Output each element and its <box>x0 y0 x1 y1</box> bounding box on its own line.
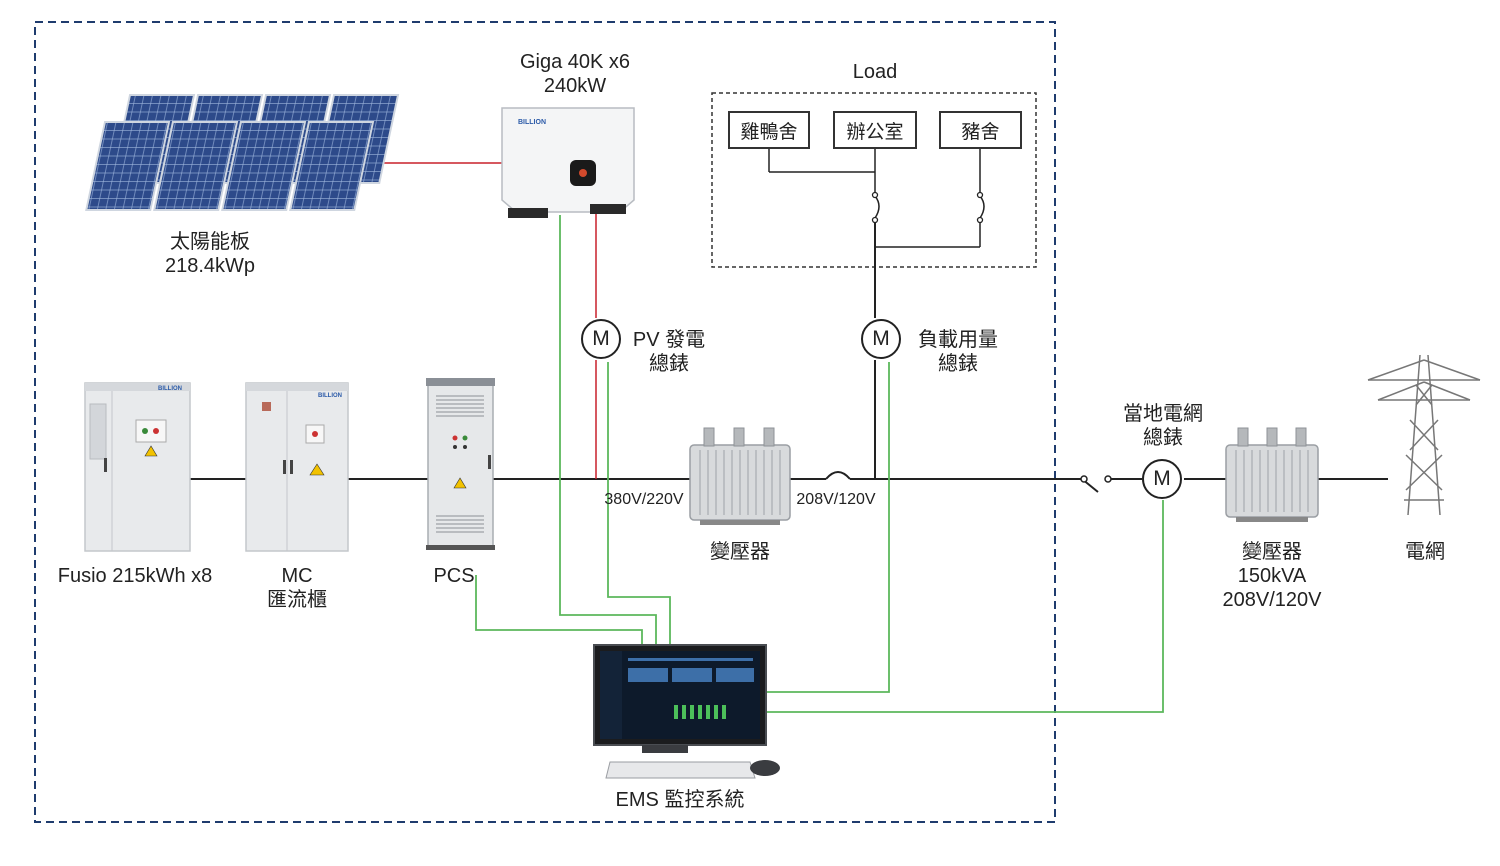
mc-label: MC 匯流櫃 <box>250 564 344 612</box>
grid-switch-contact-2 <box>1104 475 1112 483</box>
inverter-model: Giga 40K x6 <box>519 51 631 73</box>
mc-brand: BILLION <box>318 393 342 399</box>
transformer-1 <box>689 427 791 525</box>
load-switch-2a <box>976 191 984 199</box>
pv-meter-line2: 總錶 <box>649 353 689 375</box>
pv-name: 太陽能板 <box>170 231 250 253</box>
load-meter-label: 負載用量 總錶 <box>908 328 1008 376</box>
pv-wiring <box>370 162 597 479</box>
ems-workstation <box>593 644 780 779</box>
grid-meter-icon: M <box>1142 459 1182 499</box>
transformer2-voltage: 208V/120V <box>1222 589 1322 611</box>
load-meter-line2: 總錶 <box>938 353 978 375</box>
load-meter-icon: M <box>861 319 901 359</box>
inverter-brand: BILLION <box>518 119 546 126</box>
grid-meter-line2: 總錶 <box>1143 427 1183 449</box>
comm-wiring <box>475 215 1164 713</box>
pv-meter-icon: M <box>581 319 621 359</box>
transmission-tower <box>1367 354 1481 516</box>
mc-line2: 匯流櫃 <box>267 589 327 611</box>
inverter-power: 240kW <box>543 75 607 97</box>
pcs-label: PCS <box>433 565 475 587</box>
load-item-poultry: 雞鴨舍 <box>728 111 810 149</box>
grid-label: 電網 <box>1405 541 1445 563</box>
pv-meter-label: PV 發電 總錶 <box>626 328 712 376</box>
grid-switch-contact-1 <box>1080 475 1088 483</box>
grid-meter-line1: 當地電網 <box>1123 403 1203 425</box>
solar-panel-array <box>85 94 400 211</box>
load-wiring <box>768 148 985 248</box>
ems-label: EMS 監控系統 <box>615 789 745 811</box>
transformer1-secondary-voltage: 208V/120V <box>796 491 876 508</box>
mc-cabinet: BILLION <box>245 382 349 552</box>
system-boundary <box>34 21 1056 823</box>
transformer1-primary-voltage: 380V/220V <box>604 491 684 508</box>
load-item-office: 辦公室 <box>833 111 917 149</box>
load-switch-1b <box>871 216 879 224</box>
ac-bus <box>190 220 1388 493</box>
transformer2-rating: 150kVA <box>1237 565 1307 587</box>
pcs-cabinet <box>426 378 495 550</box>
battery-label: Fusio 215kWh x8 <box>57 565 213 587</box>
pv-label: 太陽能板 218.4kWp <box>120 230 300 278</box>
transformer2-name: 變壓器 <box>1242 541 1302 563</box>
grid-meter-label: 當地電網 總錶 <box>1108 402 1218 450</box>
load-switch-2b <box>976 216 984 224</box>
load-meter-line1: 負載用量 <box>918 329 998 351</box>
battery-cabinet: BILLION <box>84 382 191 552</box>
transformer2-label: 變壓器 150kVA 208V/120V <box>1210 540 1334 612</box>
load-title: Load <box>852 61 898 83</box>
inverter-label: Giga 40K x6 240kW <box>490 50 660 98</box>
transformer-2 <box>1225 427 1319 522</box>
pv-meter-line1: PV 發電 <box>632 329 706 351</box>
inverter-unit: BILLION <box>501 107 635 218</box>
pv-capacity: 218.4kWp <box>164 255 256 277</box>
transformer1-label: 變壓器 <box>710 541 770 563</box>
load-item-pigsty: 豬舍 <box>939 111 1022 149</box>
load-switch-1a <box>871 191 879 199</box>
mc-line1: MC <box>281 565 313 587</box>
battery-brand: BILLION <box>158 386 182 392</box>
